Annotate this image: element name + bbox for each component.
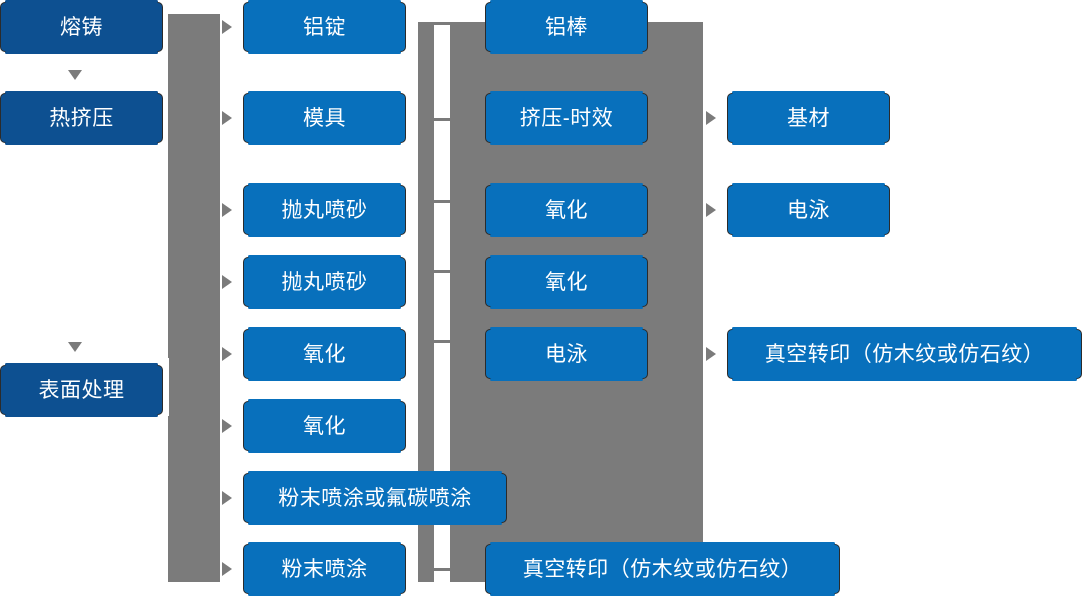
node-jiya-shixiao[interactable]: 挤压-时效 bbox=[485, 91, 648, 145]
node-biaomian-label: 表面处理 bbox=[38, 378, 125, 402]
node-yanghua-4-label: 氧化 bbox=[545, 270, 588, 294]
node-fenmo-huotan[interactable]: 粉末喷涂或氟碳喷涂 bbox=[243, 471, 507, 525]
node-fenmo-label: 粉末喷涂 bbox=[281, 557, 368, 581]
arrow-to-dianyong2-icon bbox=[706, 203, 716, 217]
node-fenmo-huotan-label: 粉末喷涂或氟碳喷涂 bbox=[278, 486, 472, 510]
connector-tick-1 bbox=[432, 22, 452, 25]
node-yanghua-2[interactable]: 氧化 bbox=[243, 399, 406, 453]
node-ludung[interactable]: 铝锭 bbox=[243, 0, 406, 54]
connector-tick-5 bbox=[432, 340, 452, 343]
notch-gap-3 bbox=[434, 203, 450, 270]
connector-left-vertical-trunk bbox=[168, 14, 220, 582]
node-zhuanyin-1[interactable]: 真空转印（仿木纹或仿石纹） bbox=[485, 542, 840, 596]
node-paowan-2[interactable]: 抛丸喷砂 bbox=[243, 255, 406, 309]
arrow-down-rongzhu-icon bbox=[68, 70, 82, 80]
connector-tick-4 bbox=[432, 270, 452, 273]
node-muju[interactable]: 模具 bbox=[243, 91, 406, 145]
node-rejiya[interactable]: 热挤压 bbox=[0, 91, 163, 145]
node-paowan-1-label: 抛丸喷砂 bbox=[281, 198, 368, 222]
arrow-to-fenmo1-icon bbox=[222, 491, 232, 505]
node-yanghua-1-label: 氧化 bbox=[303, 342, 346, 366]
node-zhuanyin-2[interactable]: 真空转印（仿木纹或仿石纹） bbox=[727, 327, 1082, 381]
arrow-to-muju-icon bbox=[222, 111, 232, 125]
node-yanghua-3-label: 氧化 bbox=[545, 198, 588, 222]
node-lubang[interactable]: 铝棒 bbox=[485, 0, 648, 54]
notch-gap-5 bbox=[434, 343, 450, 568]
connector-tick-6 bbox=[432, 568, 452, 571]
node-muju-label: 模具 bbox=[303, 106, 346, 130]
node-dianyong-2[interactable]: 电泳 bbox=[727, 183, 890, 237]
node-fenmo[interactable]: 粉末喷涂 bbox=[243, 542, 406, 596]
arrow-down-biaomian-icon bbox=[68, 342, 82, 352]
node-lubang-label: 铝棒 bbox=[545, 15, 588, 39]
node-zhuanyin-2-label: 真空转印（仿木纹或仿石纹） bbox=[764, 342, 1045, 366]
node-dianyong-1-label: 电泳 bbox=[545, 342, 588, 366]
connector-middle-thin-bar bbox=[418, 22, 434, 582]
node-ludung-label: 铝锭 bbox=[303, 15, 346, 39]
notch-gap-4 bbox=[434, 273, 450, 340]
gap-thinbar-bottom bbox=[434, 571, 450, 596]
arrow-to-ludung-icon bbox=[222, 20, 232, 34]
node-paowan-2-label: 抛丸喷砂 bbox=[281, 270, 368, 294]
node-yanghua-3[interactable]: 氧化 bbox=[485, 183, 648, 237]
arrow-to-yanghua1-icon bbox=[222, 347, 232, 361]
arrow-to-fenmo2-icon bbox=[222, 562, 232, 576]
node-rejiya-label: 热挤压 bbox=[49, 106, 114, 130]
connector-tick-2 bbox=[432, 118, 452, 121]
node-jiya-shixiao-label: 挤压-时效 bbox=[519, 106, 614, 130]
node-paowan-1[interactable]: 抛丸喷砂 bbox=[243, 183, 406, 237]
arrow-to-paowan2-icon bbox=[222, 275, 232, 289]
gap-biaomian-left bbox=[163, 358, 169, 416]
node-dianyong-2-label: 电泳 bbox=[787, 198, 830, 222]
node-jicai-label: 基材 bbox=[787, 106, 830, 130]
node-yanghua-2-label: 氧化 bbox=[303, 414, 346, 438]
node-rongzhu-label: 熔铸 bbox=[60, 15, 103, 39]
arrow-to-yanghua2-icon bbox=[222, 419, 232, 433]
arrow-to-zhuanyin2-icon bbox=[706, 347, 716, 361]
arrow-to-jicai-icon bbox=[706, 111, 716, 125]
node-yanghua-1[interactable]: 氧化 bbox=[243, 327, 406, 381]
node-dianyong-1[interactable]: 电泳 bbox=[485, 327, 648, 381]
node-zhuanyin-1-label: 真空转印（仿木纹或仿石纹） bbox=[522, 557, 803, 581]
node-jicai[interactable]: 基材 bbox=[727, 91, 890, 145]
connector-tick-3 bbox=[432, 200, 452, 203]
notch-gap-2 bbox=[434, 121, 450, 200]
connector-biaomian-stub bbox=[163, 388, 177, 391]
arrow-to-paowan1-icon bbox=[222, 203, 232, 217]
notch-gap-1 bbox=[434, 25, 450, 118]
node-biaomian[interactable]: 表面处理 bbox=[0, 363, 163, 417]
node-rongzhu[interactable]: 熔铸 bbox=[0, 0, 163, 54]
node-yanghua-4[interactable]: 氧化 bbox=[485, 255, 648, 309]
